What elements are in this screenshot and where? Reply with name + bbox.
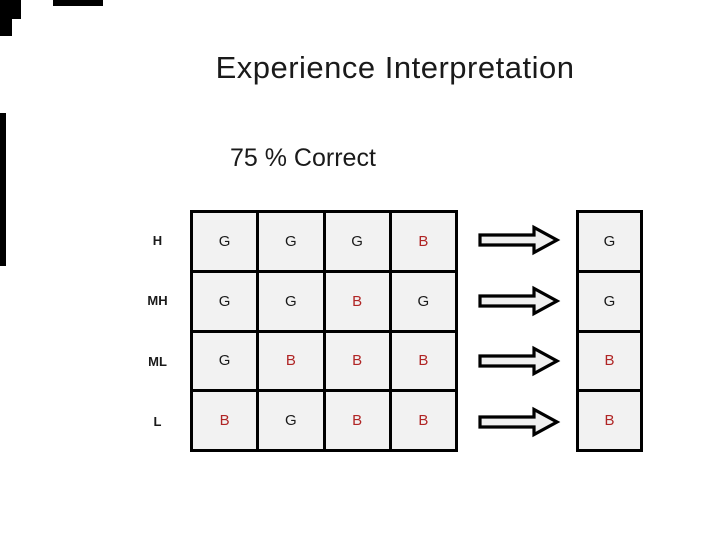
grid-cell: G	[259, 392, 323, 449]
grid-cell: B	[325, 332, 389, 390]
grid-cell: G	[391, 272, 455, 330]
result-cell: G	[579, 272, 640, 330]
right-block-arrow-icon	[478, 285, 561, 316]
arrow-slot	[477, 392, 561, 453]
result-cell: G	[579, 213, 640, 270]
right-block-arrow-icon	[478, 346, 561, 377]
row-label-l: L	[153, 414, 162, 430]
grid-cell: B	[391, 392, 455, 449]
slide-title: Experience Interpretation	[215, 50, 575, 85]
arrow-slot	[477, 271, 561, 332]
grid-cell: B	[391, 213, 455, 270]
row-labels: H MH ML L	[130, 210, 185, 452]
result-cell: B	[579, 392, 640, 449]
grid-cell: B	[325, 272, 389, 330]
slide-edge-background-artifact	[0, 113, 6, 266]
row-label-ml: ML	[148, 353, 167, 369]
right-block-arrow-icon	[478, 406, 561, 437]
grid-cell: G	[259, 272, 323, 330]
grid-cell: B	[325, 392, 389, 449]
row-label-h: H	[152, 232, 163, 248]
slide-edge-background-artifact	[0, 0, 21, 19]
grid-cell: B	[391, 332, 455, 390]
grid-cell: G	[325, 213, 389, 270]
grid-cell: G	[259, 213, 323, 270]
grid-cell: G	[193, 332, 257, 390]
grid-cell: G	[193, 272, 257, 330]
arrows-column	[477, 210, 561, 452]
right-block-arrow-icon	[478, 225, 561, 256]
grid-cell: G	[193, 213, 257, 270]
slide-edge-background-artifact	[53, 0, 103, 6]
grid-cell: B	[193, 392, 257, 449]
slide-edge-background-artifact	[0, 19, 12, 36]
row-label-mh: MH	[147, 293, 168, 309]
result-cell: B	[579, 332, 640, 390]
arrow-slot	[477, 331, 561, 392]
slide-subtitle: 75 % Correct	[230, 144, 376, 172]
arrow-slot	[477, 210, 561, 271]
grid-cell: B	[259, 332, 323, 390]
